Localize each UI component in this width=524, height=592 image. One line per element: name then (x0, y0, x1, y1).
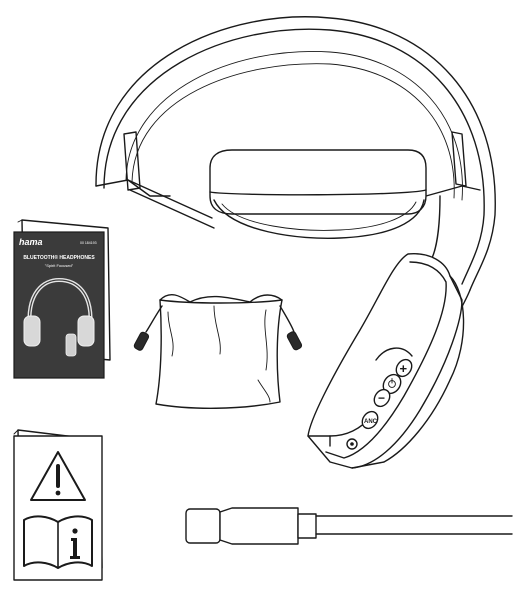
headphone-control-panel: + − ANC (346, 347, 415, 450)
volume-down-button[interactable] (371, 387, 393, 410)
volume-up-symbol: + (400, 361, 408, 376)
warning-triangle-icon (30, 451, 86, 501)
usb-c-housing (219, 507, 299, 545)
drawstring-pouch (133, 293, 303, 409)
pouch-right-stopper (286, 331, 303, 351)
pouch-left-stopper (133, 331, 150, 351)
manual-brand: hama (19, 237, 43, 247)
info-book-icon (23, 515, 93, 569)
anc-label: ANC (364, 419, 378, 425)
volume-down-symbol: − (378, 391, 385, 405)
headphones: + − ANC (95, 16, 496, 469)
manual-title: BLUETOOTH® HEADPHONES (23, 254, 95, 261)
usb-c-plug (185, 508, 221, 544)
manual-subtitle: "Spirit Focused" (45, 263, 74, 268)
usb-c-cable (185, 507, 513, 545)
volume-up-button[interactable] (393, 357, 415, 380)
manual-headphones-image (23, 277, 95, 357)
user-manual-booklet: hama 00 184193 BLUETOOTH® HEADPHONES "Sp… (13, 219, 111, 379)
manual-code: 00 184193 (80, 241, 97, 245)
anc-button[interactable] (359, 409, 381, 432)
safety-leaflet (13, 429, 103, 581)
